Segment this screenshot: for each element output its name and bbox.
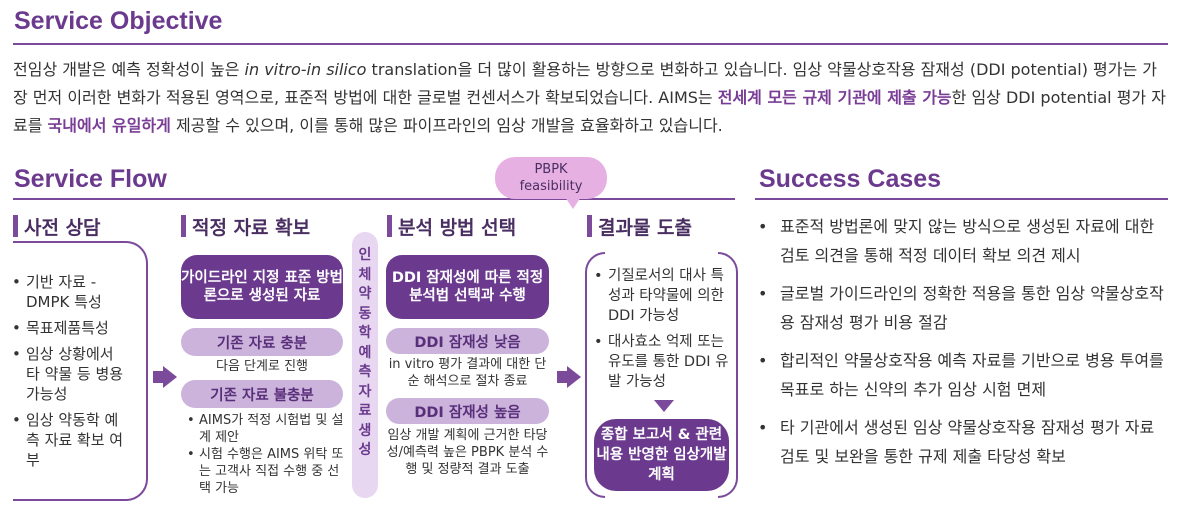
step2-standard-box: 가이드라인 지정 표준 방법론으로 생성된 자료	[181, 255, 343, 319]
objective-divider	[13, 43, 1168, 45]
step1-bracket	[13, 241, 148, 501]
list-item: 글로벌 가이드라인의 정확한 적용을 통한 임상 약물상호작용 잠재성 평가 비…	[755, 279, 1165, 337]
cases-list: 표준적 방법론에 맞지 않는 방식으로 생성된 자료에 대한 검토 의견을 통해…	[755, 212, 1165, 480]
bubble-line-2: feasibility	[519, 179, 583, 194]
pk-prediction-bar: 인체약동학 예측자료 생성	[352, 232, 378, 498]
objective-italic: in vitro-in silico	[244, 60, 367, 79]
list-item: 합리적인 약물상호작용 예측 자료를 기반으로 병용 투여를 목표로 하는 신약…	[755, 346, 1165, 404]
bubble-tail	[565, 197, 581, 209]
step2-sufficient-box: 기존 자료 충분	[181, 328, 343, 356]
flow-title: Service Flow	[14, 165, 167, 193]
pk-prediction-text: 인체약동학 예측자료 생성	[358, 247, 372, 458]
step2-title: 적정 자료 확보	[180, 213, 310, 240]
step3-low-desc: in vitro 평가 결과에 대한 단순 해석으로 절차 종료	[388, 357, 547, 389]
flow-arrow-1-shaft	[153, 371, 163, 383]
step2-insufficient-box: 기존 자료 불충분	[181, 380, 343, 408]
step1-title: 사전 상담	[13, 213, 101, 240]
flow-divider	[13, 198, 735, 200]
list-item: 시험 수행은 AIMS 위탁 또는 고객사 직접 수행 중 선택 가능	[187, 446, 347, 497]
cases-title: Success Cases	[759, 165, 942, 193]
list-item: 타 기관에서 생성된 임상 약물상호작용 잠재성 평가 자료 검토 및 보완을 …	[755, 413, 1165, 471]
flow-arrow-2	[567, 366, 581, 388]
step2-insufficient-list: AIMS가 적정 시험법 및 설계 제안 시험 수행은 AIMS 위탁 또는 고…	[187, 412, 347, 497]
objective-paragraph: 전임상 개발은 예측 정확성이 높은 in vitro-in silico tr…	[13, 56, 1168, 140]
objective-text-2: translation을 더 많이 활용하는 방향으로 변화하고 있습니다. 임…	[13, 60, 1157, 107]
objective-text-1: 전임상 개발은 예측 정확성이 높은	[13, 60, 245, 79]
flow-arrow-2-shaft	[557, 371, 567, 383]
flow-arrow-1	[163, 366, 177, 388]
list-item: 표준적 방법론에 맞지 않는 방식으로 생성된 자료에 대한 검토 의견을 통해…	[755, 212, 1165, 270]
list-item: 기질로서의 대사 특성과 타약물에 의한 DDI 가능성	[594, 266, 729, 326]
step4-list: 기질로서의 대사 특성과 타약물에 의한 DDI 가능성 대사효소 억제 또는 …	[594, 266, 729, 398]
step4-title: 결과물 도출	[586, 213, 692, 240]
step3-low-box: DDI 잠재성 낮음	[386, 328, 549, 354]
bubble-line-1: PBPK	[534, 162, 568, 177]
objective-text-4: 제공할 수 있으며, 이를 통해 많은 파이프라인의 임상 개발을 효율화하고 …	[170, 116, 723, 135]
list-item: 기반 자료 - DMPK 특성	[12, 272, 132, 312]
step3-title: 분석 방법 선택	[386, 213, 516, 240]
pbpk-bubble: PBPK feasibility	[495, 157, 607, 199]
result-arrow	[654, 400, 674, 412]
list-item: 임상 약동학 예측 자료 확보 여부	[12, 410, 132, 470]
step3-high-box: DDI 잠재성 높음	[386, 398, 549, 424]
list-item: 임상 상황에서 타 약물 등 병용 가능성	[12, 344, 132, 404]
objective-highlight-2: 국내에서 유일하게	[47, 116, 171, 135]
step1-list: 기반 자료 - DMPK 특성 목표제품특성 임상 상황에서 타 약물 등 병용…	[12, 272, 132, 476]
step3-method-box: DDI 잠재성에 따른 적정 분석법 선택과 수행	[386, 255, 549, 319]
list-item: 대사효소 억제 또는 유도를 통한 DDI 유발 가능성	[594, 332, 729, 392]
cases-divider	[755, 198, 1168, 200]
objective-highlight-1: 전세계 모든 규제 기관에 제출 가능	[717, 88, 952, 107]
objective-title: Service Objective	[14, 7, 223, 35]
step2-sufficient-desc: 다음 단계로 진행	[216, 359, 308, 374]
objective-text-3: 한 임상 DDI potential 평가 자료를	[13, 88, 1166, 135]
result-box: 종합 보고서 & 관련 내용 반영한 임상개발계획	[594, 419, 729, 491]
list-item: 목표제품특성	[12, 318, 132, 338]
list-item: AIMS가 적정 시험법 및 설계 제안	[187, 412, 347, 446]
step3-high-desc: 임상 개발 계획에 근거한 타당성/예측력 높은 PBPK 분석 수행 및 정량…	[386, 428, 549, 477]
